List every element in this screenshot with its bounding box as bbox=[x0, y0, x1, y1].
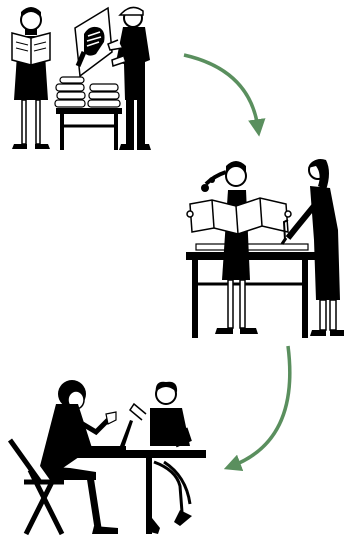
book-stack bbox=[55, 77, 120, 107]
scene-laptop-discussion bbox=[10, 380, 206, 534]
table-with-books bbox=[55, 77, 122, 150]
scene-poster-display bbox=[12, 7, 151, 150]
poster-with-fist bbox=[75, 8, 112, 76]
curved-arrow-1-icon bbox=[184, 55, 258, 128]
drafting-table bbox=[186, 244, 316, 338]
scene-map-reading bbox=[186, 159, 344, 338]
curved-arrow-2-icon bbox=[232, 346, 290, 466]
person-reading-booklet bbox=[12, 7, 50, 149]
laptop-icon bbox=[86, 420, 133, 450]
